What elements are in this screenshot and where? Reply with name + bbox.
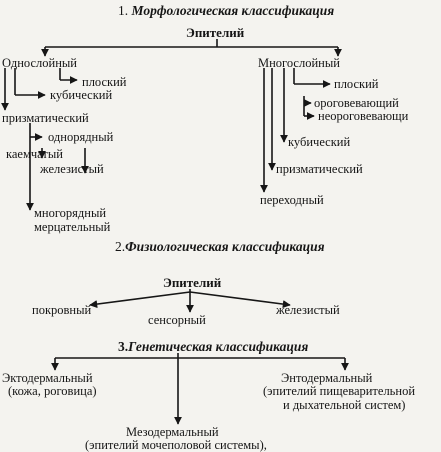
physio-root: Эпителий	[163, 275, 222, 290]
genetic-endo-desc-1: (эпителий пищеварительной	[263, 384, 416, 398]
genetic-ecto-desc: (кожа, роговица)	[8, 384, 97, 398]
physio-sensory: сенсорный	[148, 313, 206, 327]
genetic-title: 3.Генетическая классификация	[118, 339, 309, 354]
genetic-title-text: Генетическая классификация	[128, 339, 309, 354]
multi-prismatic: призматический	[276, 162, 363, 176]
physio-gland: железистый	[276, 303, 340, 317]
arrow-to-physio-gland	[189, 291, 291, 309]
single-border: каемчатый	[6, 147, 63, 161]
genetic-title-number: 3.	[118, 339, 129, 354]
genetic-meso: Мезодермальный	[126, 425, 219, 439]
genetic-endo-desc-2: и дыхательной систем)	[283, 398, 406, 412]
multi-transitional: переходный	[260, 193, 324, 207]
single-cubic: кубический	[50, 88, 113, 102]
single-flat: плоский	[82, 75, 127, 89]
single-layer: Однослойный	[2, 56, 77, 70]
single-prismatic: призматический	[2, 111, 89, 125]
physio-title-text: Физиологическая классификация	[125, 239, 325, 254]
arrow-to-cover	[89, 291, 191, 309]
multi-layer: Многослойный	[258, 56, 340, 70]
morph-root: Эпителий	[186, 25, 245, 40]
multi-flat: плоский	[334, 77, 379, 91]
multi-keratinized: ороговевающий	[314, 96, 399, 110]
physio-cover: покровный	[32, 303, 92, 317]
physio-title-number: 2.	[115, 239, 126, 254]
genetic-ecto: Эктодермальный	[2, 371, 93, 385]
multi-cubic: кубический	[288, 135, 351, 149]
genetic-meso-desc: (эпителий мочеполовой системы),	[85, 438, 267, 452]
multi-nonkeratinized: неороговевающи	[318, 109, 409, 123]
morph-title-text: Морфологическая классификация	[131, 3, 335, 18]
morph-title-number: 1.	[118, 3, 129, 18]
physio-title: 2.Физиологическая классификация	[115, 239, 325, 254]
single-ciliated: мерцательный	[34, 220, 111, 234]
single-multirow: многорядный	[34, 206, 107, 220]
single-gland: железистый	[40, 162, 104, 176]
genetic-endo: Энтодермальный	[281, 371, 373, 385]
morph-title: 1. Морфологическая классификация	[118, 3, 335, 18]
single-onerow: однорядный	[48, 130, 114, 144]
